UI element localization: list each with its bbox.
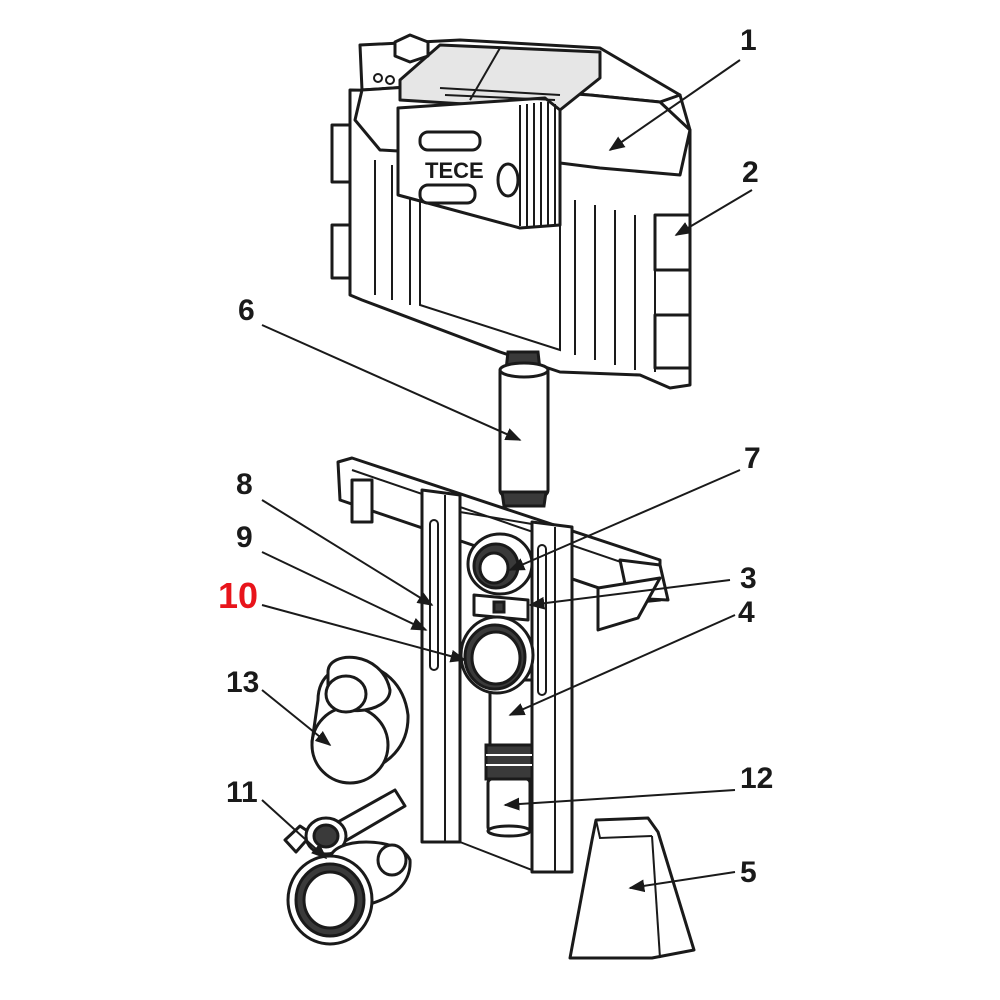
callout-3: 3 bbox=[740, 562, 757, 595]
bracket-clip bbox=[472, 593, 530, 622]
pipe-cap bbox=[310, 655, 410, 785]
connection-set bbox=[283, 788, 412, 946]
callout-7: 7 bbox=[744, 442, 761, 475]
callouts: 1 2 3 4 5 6 7 8 9 10 11 12 13 bbox=[218, 24, 773, 889]
callout-8: 8 bbox=[236, 468, 253, 501]
left-bracket bbox=[330, 123, 352, 184]
callout-4: 4 bbox=[738, 596, 755, 629]
callout-12: 12 bbox=[740, 762, 773, 795]
threaded-outlet bbox=[484, 743, 534, 838]
callout-5: 5 bbox=[740, 856, 757, 889]
actuator-ribs bbox=[439, 87, 561, 227]
callout-13: 13 bbox=[226, 666, 259, 699]
callout-1: 1 bbox=[740, 24, 757, 57]
cistern: TECE bbox=[330, 33, 692, 390]
right-bracket bbox=[653, 213, 692, 272]
callout-2: 2 bbox=[742, 156, 759, 189]
callout-11: 11 bbox=[226, 776, 258, 809]
waste-outlet bbox=[459, 615, 535, 747]
callout-6: 6 bbox=[238, 294, 255, 327]
callout-9: 9 bbox=[236, 521, 253, 554]
flush-connector bbox=[466, 532, 534, 596]
callout-10: 10 bbox=[218, 575, 258, 616]
left-post bbox=[420, 488, 462, 844]
tece-logo: TECE bbox=[425, 158, 484, 183]
flush-pipe bbox=[498, 350, 550, 508]
leader-lines bbox=[261, 59, 753, 893]
